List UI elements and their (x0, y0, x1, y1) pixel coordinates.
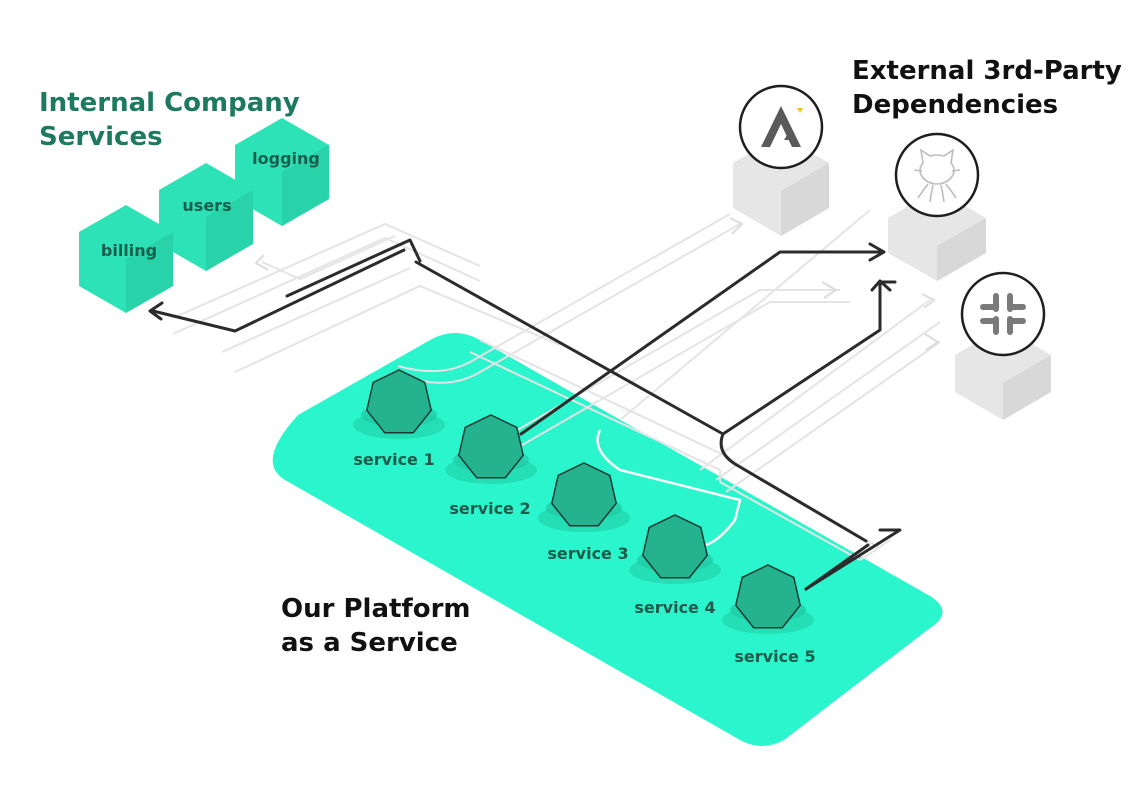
connection-arrow-billing (148, 301, 164, 321)
external-dependency-github[interactable] (888, 132, 986, 281)
connection-arrow-slack (870, 279, 892, 292)
internal-service-label: users (182, 196, 231, 215)
connection-service1-billing (151, 248, 406, 333)
slack-icon (960, 271, 1046, 357)
platform-service-5[interactable]: service 5 (722, 564, 816, 666)
background-pipes (172, 209, 941, 562)
platform-title-line-2: as a Service (281, 628, 458, 658)
internal-title-line-1: Internal Company (39, 88, 300, 118)
internal-title-line-2: Services (39, 122, 163, 152)
connection-arrow-github (868, 242, 886, 262)
connection-service2-github (519, 250, 884, 436)
platform-service-2[interactable]: service 2 (445, 414, 537, 518)
connection-service5-slack (721, 280, 902, 591)
connection-service5-out (804, 543, 870, 591)
platform-service-3[interactable]: service 3 (538, 462, 630, 563)
service-label: service 2 (449, 499, 530, 518)
external-dependency-slack[interactable] (955, 271, 1051, 420)
github-octocat-icon (894, 132, 980, 218)
platform-title-line-1: Our Platform (281, 594, 471, 624)
external-dependencies-title: External 3rd-Party Dependencies (852, 54, 1122, 122)
service-label: service 3 (547, 544, 628, 563)
external-dependency-delta[interactable] (733, 84, 829, 236)
internal-cube-logging[interactable]: logging (235, 118, 329, 226)
external-title-line-1: External 3rd-Party (852, 56, 1122, 86)
internal-service-label: billing (101, 241, 157, 260)
platform-service-4[interactable]: service 4 (629, 514, 721, 617)
internal-cube-billing[interactable]: billing (79, 205, 173, 313)
connection-lines (148, 238, 902, 591)
background-arrowheads (254, 217, 940, 351)
platform-slab (272, 333, 943, 746)
delta-logo-icon (738, 84, 824, 170)
platform-service-1[interactable]: service 1 (353, 369, 445, 469)
platform-title: Our Platform as a Service (281, 592, 471, 660)
connection-logging-return (285, 238, 422, 298)
internal-services-title: Internal Company Services (39, 86, 300, 154)
service-label: service 4 (634, 598, 715, 617)
service-label: service 1 (353, 450, 434, 469)
internal-cube-users[interactable]: users (159, 163, 253, 271)
internal-service-label: logging (252, 149, 320, 168)
service-label: service 5 (734, 647, 815, 666)
external-title-line-2: Dependencies (852, 90, 1059, 120)
